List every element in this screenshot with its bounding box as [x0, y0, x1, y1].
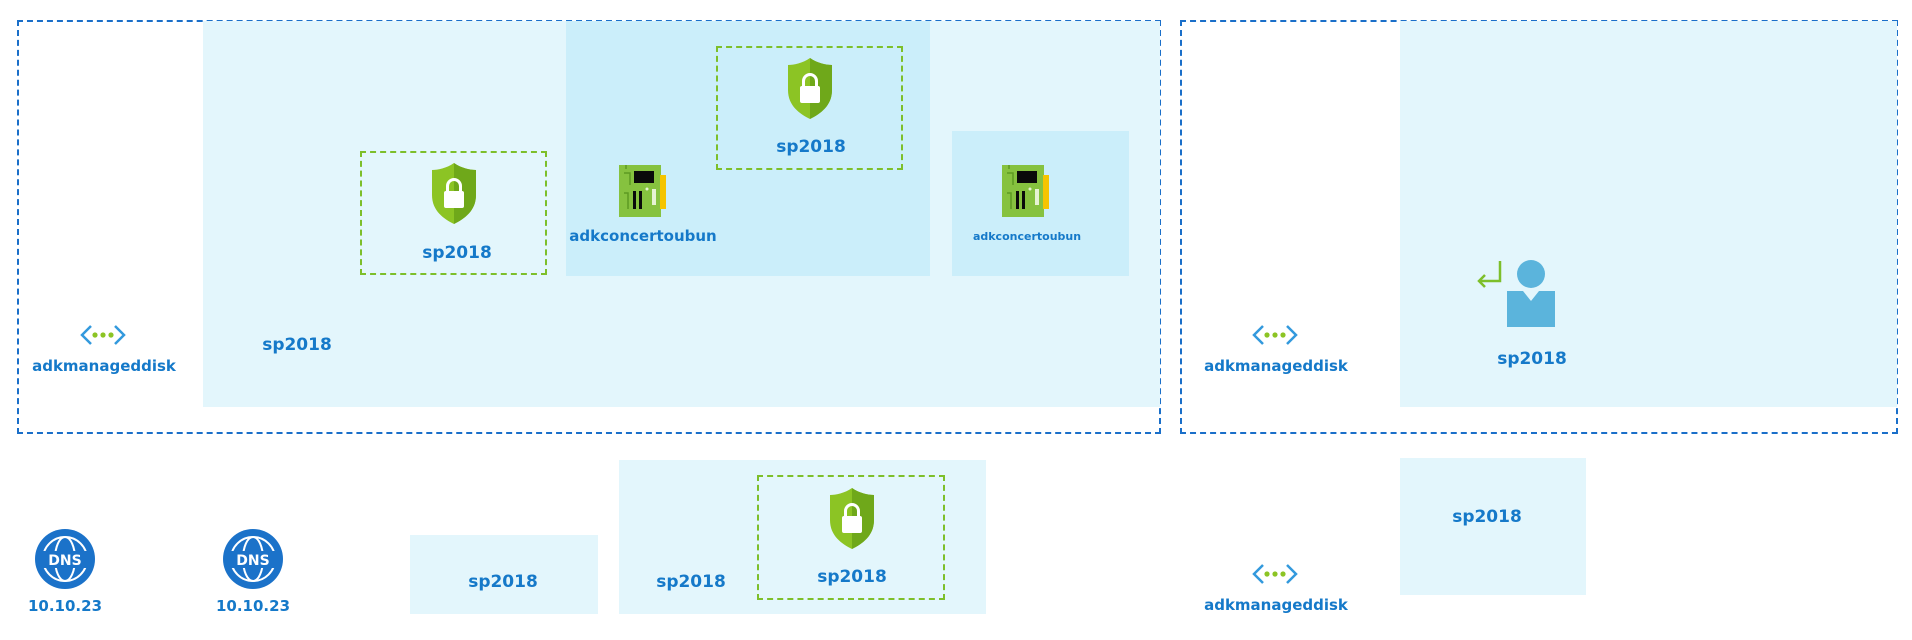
vnet-icon — [80, 325, 126, 345]
subnet-small-label: sp2018 — [468, 572, 538, 592]
nsg-a-label: sp2018 — [422, 243, 492, 263]
dns-globe-icon: DNS — [35, 529, 95, 589]
subnet-right-label: sp2018 — [1452, 507, 1522, 527]
nic-b-label: adkconcertoubun — [972, 230, 1082, 243]
subnet-wide-label: sp2018 — [656, 572, 726, 592]
right-vnet-label: adkmanageddisk — [1204, 357, 1348, 375]
nsg-a-box — [360, 151, 547, 275]
nsg-bottom-box — [757, 475, 945, 600]
nsg-bottom-label: sp2018 — [817, 567, 887, 587]
nic-icon — [619, 165, 666, 217]
nic-a-label: adkconcertoubun — [569, 227, 717, 245]
svg-text:DNS: DNS — [236, 553, 269, 569]
subnet-small-region — [410, 535, 598, 614]
shield-lock-icon — [788, 58, 832, 119]
return-arrow-icon — [1477, 261, 1502, 288]
subnet-wide-region — [619, 460, 986, 614]
dns-globe-icon: DNS — [223, 529, 283, 589]
user-icon — [1507, 260, 1555, 327]
nsg-b-label: sp2018 — [776, 137, 846, 157]
bottom-vnet-label: adkmanageddisk — [1204, 596, 1348, 614]
right-subnet-region — [1400, 21, 1897, 407]
nsg-b-box — [716, 46, 903, 170]
left-inner-region — [566, 21, 930, 276]
nic-icon — [1002, 165, 1049, 217]
left-vnet-label: adkmanageddisk — [32, 357, 176, 375]
dns-b-label: 10.10.23 — [215, 597, 291, 615]
svg-text:DNS: DNS — [48, 553, 81, 569]
vnet-icon — [1252, 325, 1298, 345]
subnet-right-region — [1400, 458, 1586, 595]
user-label: sp2018 — [1497, 349, 1567, 369]
vnet-icon — [1252, 564, 1298, 584]
dns-a-label: 10.10.23 — [27, 597, 103, 615]
shield-lock-icon — [830, 488, 874, 549]
shield-lock-icon — [432, 163, 476, 224]
left-subnet-label: sp2018 — [262, 335, 332, 355]
